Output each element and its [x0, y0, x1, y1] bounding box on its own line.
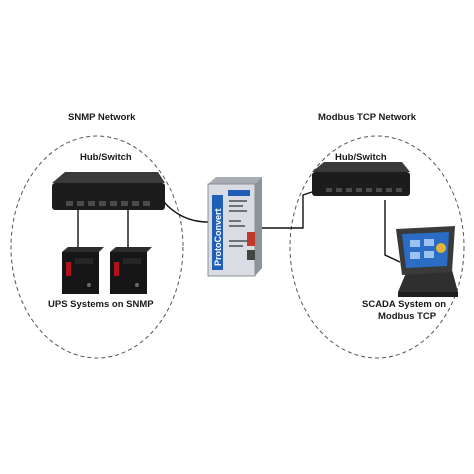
- gateway-brand-text: ProtoConvert: [213, 208, 223, 266]
- hub-switch-icon: [312, 162, 410, 196]
- scada-system-label-line2: Modbus TCP: [378, 311, 437, 322]
- snmp-network-title: SNMP Network: [68, 112, 136, 123]
- cable-right-switch-to-scada: [384, 200, 401, 263]
- cable-gateway-to-right-switch: [255, 189, 319, 229]
- gateway-icon: ProtoConvert: [207, 177, 262, 277]
- ups-icon: [110, 247, 152, 294]
- snmp-network-boundary: [10, 135, 184, 359]
- modbus-network-boundary: [289, 135, 465, 359]
- scada-monitor-icon: [396, 226, 458, 297]
- ups-systems-label: UPS Systems on SNMP: [48, 299, 154, 310]
- modbus-network-title: Modbus TCP Network: [318, 112, 416, 123]
- ups-icon: [62, 247, 104, 294]
- right-hub-switch-label: Hub/Switch: [335, 152, 387, 163]
- hub-switch-icon: [52, 172, 165, 210]
- left-hub-switch-label: Hub/Switch: [80, 152, 132, 163]
- scada-system-label-line1: SCADA System on: [362, 299, 447, 310]
